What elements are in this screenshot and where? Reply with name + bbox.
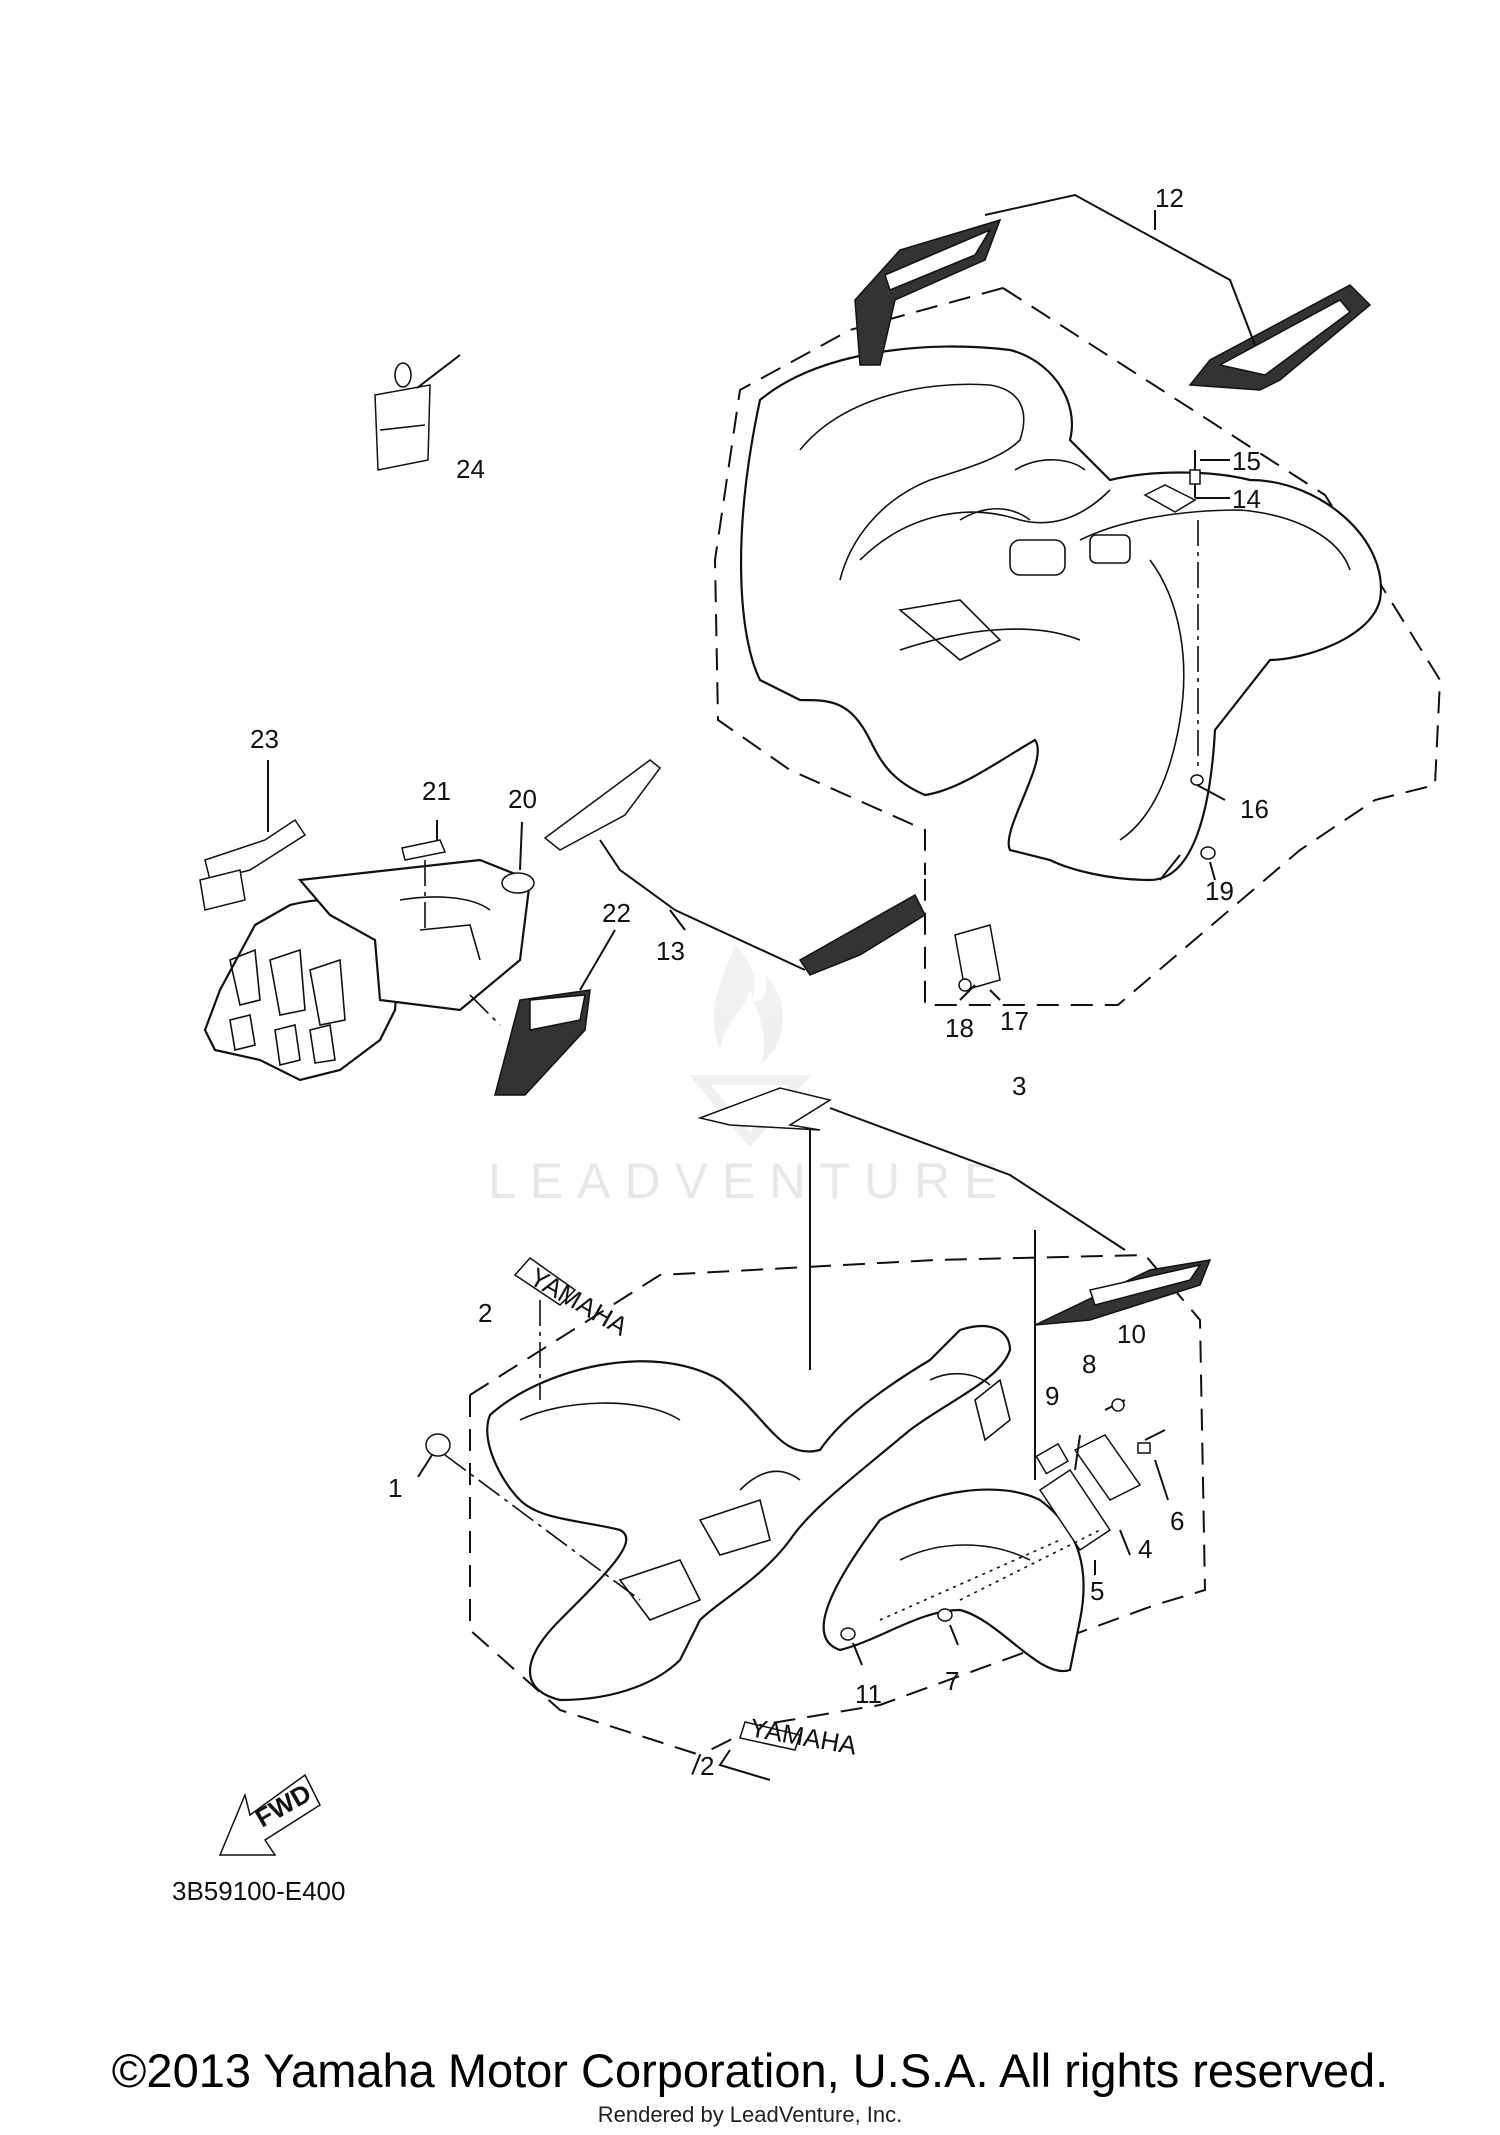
front-cover-group	[199, 354, 616, 1096]
drawing-code: 3B59100-E400	[172, 1876, 346, 1906]
callout-19: 19	[1205, 876, 1234, 906]
callout-1: 1	[388, 1473, 402, 1503]
callout-21: 21	[422, 776, 451, 806]
callout-22: 22	[602, 898, 631, 928]
callout-6: 6	[1170, 1506, 1184, 1536]
callout-14: 14	[1232, 484, 1261, 514]
callout-8: 8	[1082, 1349, 1096, 1379]
callout-15: 15	[1232, 446, 1261, 476]
callout-11: 11	[855, 1679, 882, 1709]
callout-3: 3	[1012, 1071, 1026, 1101]
callout-17: 17	[1000, 1006, 1029, 1036]
callout-16: 16	[1240, 794, 1269, 824]
fwd-arrow: FWD	[218, 1773, 321, 1856]
rear-fender-group	[543, 193, 1442, 1006]
callout-2-top: 2	[478, 1298, 492, 1328]
callout-23: 23	[250, 724, 279, 754]
callout-13: 13	[656, 936, 685, 966]
callout-7: 7	[945, 1666, 959, 1696]
callout-12: 12	[1155, 183, 1184, 213]
yamaha-decal-text-bottom: YAMAHA	[748, 1712, 860, 1760]
callout-4: 4	[1138, 1534, 1152, 1564]
callout-9: 9	[1045, 1381, 1059, 1411]
front-fender-group: YAMAHA YAMAHA	[417, 1087, 1212, 1781]
callout-labels: 1 2 2 3 4 5 6 7 8 9 10 11 12 13 14 15 16…	[250, 183, 1269, 1781]
callout-18: 18	[945, 1013, 974, 1043]
copyright-notice: ©2013 Yamaha Motor Corporation, U.S.A. A…	[111, 2044, 1389, 2097]
watermark-text: LEADVENTURE	[488, 1153, 1012, 1209]
callout-10: 10	[1117, 1319, 1146, 1349]
rendered-by-credit: Rendered by LeadVenture, Inc.	[597, 2102, 903, 2127]
callout-24-label: 24	[456, 454, 485, 484]
callout-20: 20	[508, 784, 537, 814]
callout-5: 5	[1090, 1576, 1104, 1606]
callout-2-bottom: 2	[700, 1751, 714, 1781]
